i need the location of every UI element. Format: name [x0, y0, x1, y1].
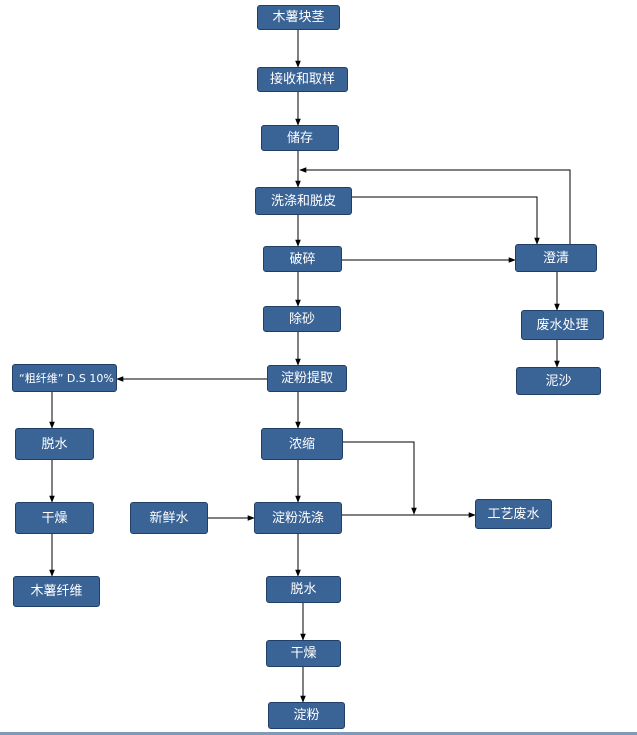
node-clarify: 澄清: [515, 244, 597, 272]
node-dewater-fiber: 脱水: [15, 428, 94, 460]
node-crush: 破碎: [263, 246, 342, 272]
edge-clarify-recycle: [299, 167, 571, 245]
node-starch-wash: 淀粉洗涤: [254, 502, 342, 534]
node-fresh-water: 新鲜水: [130, 502, 208, 534]
node-wastewater-treat: 废水处理: [521, 310, 604, 340]
edge-wash-clarify: [352, 196, 540, 245]
node-wash-peel: 洗涤和脱皮: [255, 187, 352, 215]
node-cassava-tubers: 木薯块茎: [257, 5, 340, 30]
node-sludge: 泥沙: [516, 367, 601, 395]
node-desand: 除砂: [263, 306, 341, 332]
bottom-divider: [0, 732, 637, 735]
node-dewater-main: 脱水: [266, 576, 341, 603]
node-storage: 储存: [261, 125, 339, 151]
node-dry-fiber: 干燥: [15, 502, 94, 534]
node-concentrate: 浓缩: [261, 428, 343, 460]
node-receive-sample: 接收和取样: [257, 67, 348, 92]
edge-concentrate-drain: [343, 441, 417, 515]
node-crude-fiber: “粗纤维” D.S 10%: [12, 364, 117, 392]
node-starch-extract: 淀粉提取: [267, 365, 347, 392]
node-cassava-fiber: 木薯纤维: [13, 576, 100, 607]
node-dry-main: 干燥: [266, 640, 341, 667]
node-starch: 淀粉: [268, 702, 345, 729]
node-process-wastewater: 工艺废水: [475, 499, 552, 529]
